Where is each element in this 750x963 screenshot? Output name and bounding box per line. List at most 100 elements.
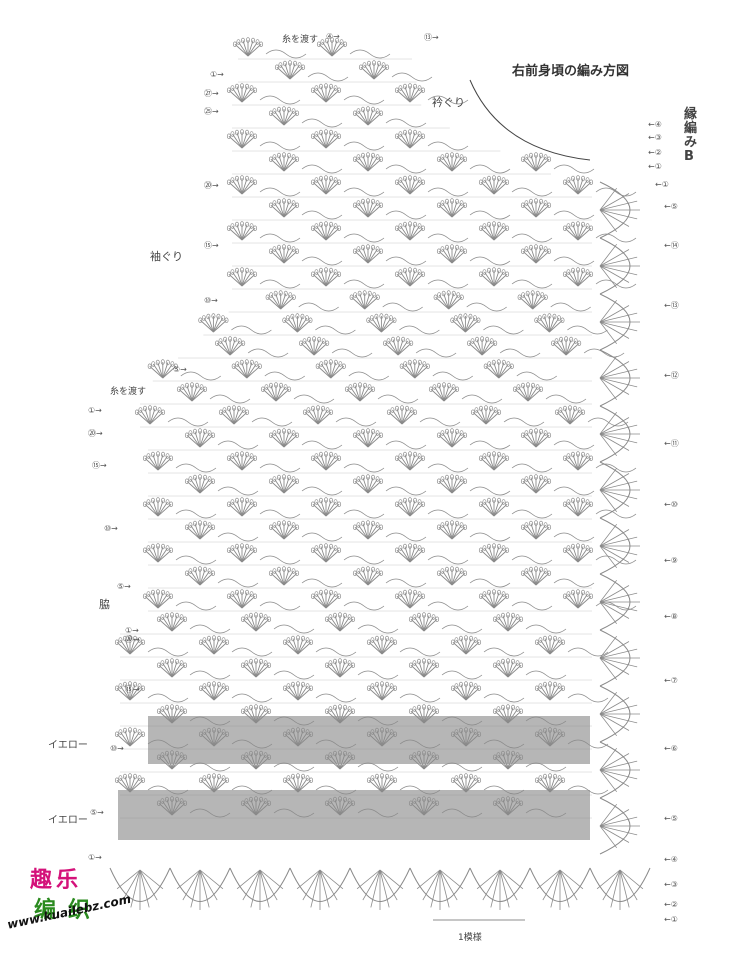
yellow-bands xyxy=(118,716,590,840)
bottom-scallop xyxy=(169,867,231,910)
fan-motif xyxy=(268,566,343,588)
fan-motif xyxy=(226,589,301,611)
fan-motif xyxy=(142,497,217,519)
fan-motif xyxy=(366,635,441,657)
fan-motif xyxy=(226,451,301,473)
fan-motif xyxy=(352,198,427,220)
right-row-marker: ←② xyxy=(664,900,678,909)
fan-motif xyxy=(492,750,567,772)
fan-motif xyxy=(450,727,525,749)
fan-motif xyxy=(562,175,637,197)
fan-motif xyxy=(492,658,567,680)
fan-motif xyxy=(534,313,608,335)
fan-motif xyxy=(324,750,399,772)
fan-motif xyxy=(512,382,587,404)
yellow-label-2: イエロー xyxy=(48,815,88,826)
watermark-line1: 趣乐 xyxy=(30,868,83,893)
fan-motif xyxy=(408,796,483,818)
fan-motif xyxy=(358,60,433,82)
fan-motif xyxy=(478,175,553,197)
edging-scallop xyxy=(599,237,640,295)
right-row-marker: ←⑭ xyxy=(664,241,679,250)
right-row-marker: ←③ xyxy=(664,880,678,889)
left-row-marker: ⑳→ xyxy=(88,429,103,438)
fan-motif xyxy=(147,359,222,381)
fan-motif xyxy=(282,681,357,703)
fan-motif xyxy=(310,221,385,243)
fan-motif xyxy=(310,589,385,611)
fan-motif xyxy=(467,336,541,358)
fan-motif xyxy=(408,612,483,634)
left-row-marker: ⑮→ xyxy=(92,461,107,470)
fan-motif xyxy=(142,543,217,565)
left-row-marker: ⑩→ xyxy=(104,524,118,533)
fan-motif xyxy=(344,382,419,404)
fan-motif xyxy=(428,382,503,404)
fan-motif xyxy=(352,106,427,128)
chart-title: 右前身頃の編み方図 xyxy=(512,64,630,79)
fan-motif xyxy=(324,704,399,726)
fan-motif xyxy=(184,428,259,450)
fan-motif xyxy=(478,589,553,611)
bottom-scallop xyxy=(469,867,531,910)
fan-motif xyxy=(386,405,461,427)
edging-b-scallops xyxy=(599,181,640,855)
fan-motif xyxy=(176,382,251,404)
fan-motif xyxy=(310,175,385,197)
right-row-marker: ←③ xyxy=(648,133,662,142)
fan-motif xyxy=(268,474,343,496)
fan-motif xyxy=(366,681,441,703)
fan-motif xyxy=(352,244,427,266)
fan-motif xyxy=(268,244,343,266)
fan-motif xyxy=(394,451,469,473)
fan-motif xyxy=(562,497,637,519)
fan-motif xyxy=(198,313,272,335)
left-row-marker: ①→ xyxy=(88,406,102,415)
fan-motif xyxy=(520,198,595,220)
yellow-label-1: イエロー xyxy=(48,740,88,751)
fan-motif xyxy=(408,658,483,680)
armhole-label: 袖ぐり xyxy=(150,250,183,263)
fan-motif xyxy=(492,796,567,818)
yellow-band-1 xyxy=(148,716,590,764)
fan-motif xyxy=(231,359,306,381)
left-row-marker: ①→ xyxy=(125,626,139,635)
fan-motif xyxy=(436,474,511,496)
fan-motif xyxy=(324,658,399,680)
fan-motif xyxy=(316,37,391,59)
left-row-marker: ⑤→ xyxy=(117,582,131,591)
fan-motif xyxy=(142,589,217,611)
fan-motif xyxy=(260,382,335,404)
bottom-scallop xyxy=(589,867,651,910)
fan-motif xyxy=(478,267,553,289)
fan-motif xyxy=(282,773,357,795)
stitch-grid xyxy=(114,37,637,819)
fan-motif xyxy=(534,635,609,657)
fan-motif xyxy=(226,129,301,151)
fan-motif xyxy=(315,359,390,381)
fan-motif xyxy=(394,543,469,565)
fan-motif xyxy=(394,83,469,105)
fan-motif xyxy=(562,543,637,565)
fan-motif xyxy=(562,451,637,473)
fan-motif xyxy=(534,681,609,703)
right-row-marker: ←⑨ xyxy=(664,556,678,565)
right-row-marker: ←① xyxy=(648,162,662,171)
fan-motif xyxy=(366,727,441,749)
fan-motif xyxy=(450,635,525,657)
fan-motif xyxy=(240,796,315,818)
fan-motif xyxy=(433,290,507,312)
fan-motif xyxy=(492,704,567,726)
fan-motif xyxy=(198,681,273,703)
fan-motif xyxy=(268,520,343,542)
fan-motif xyxy=(517,290,591,312)
fan-motif xyxy=(436,428,511,450)
fan-motif xyxy=(114,681,189,703)
fan-motif xyxy=(554,405,629,427)
side-label: 脇 xyxy=(99,598,110,611)
right-row-marker: ←⑤ xyxy=(664,202,678,211)
fan-motif xyxy=(436,198,511,220)
bottom-scallop xyxy=(109,867,171,910)
fan-motif xyxy=(114,773,189,795)
fan-motif xyxy=(310,267,385,289)
